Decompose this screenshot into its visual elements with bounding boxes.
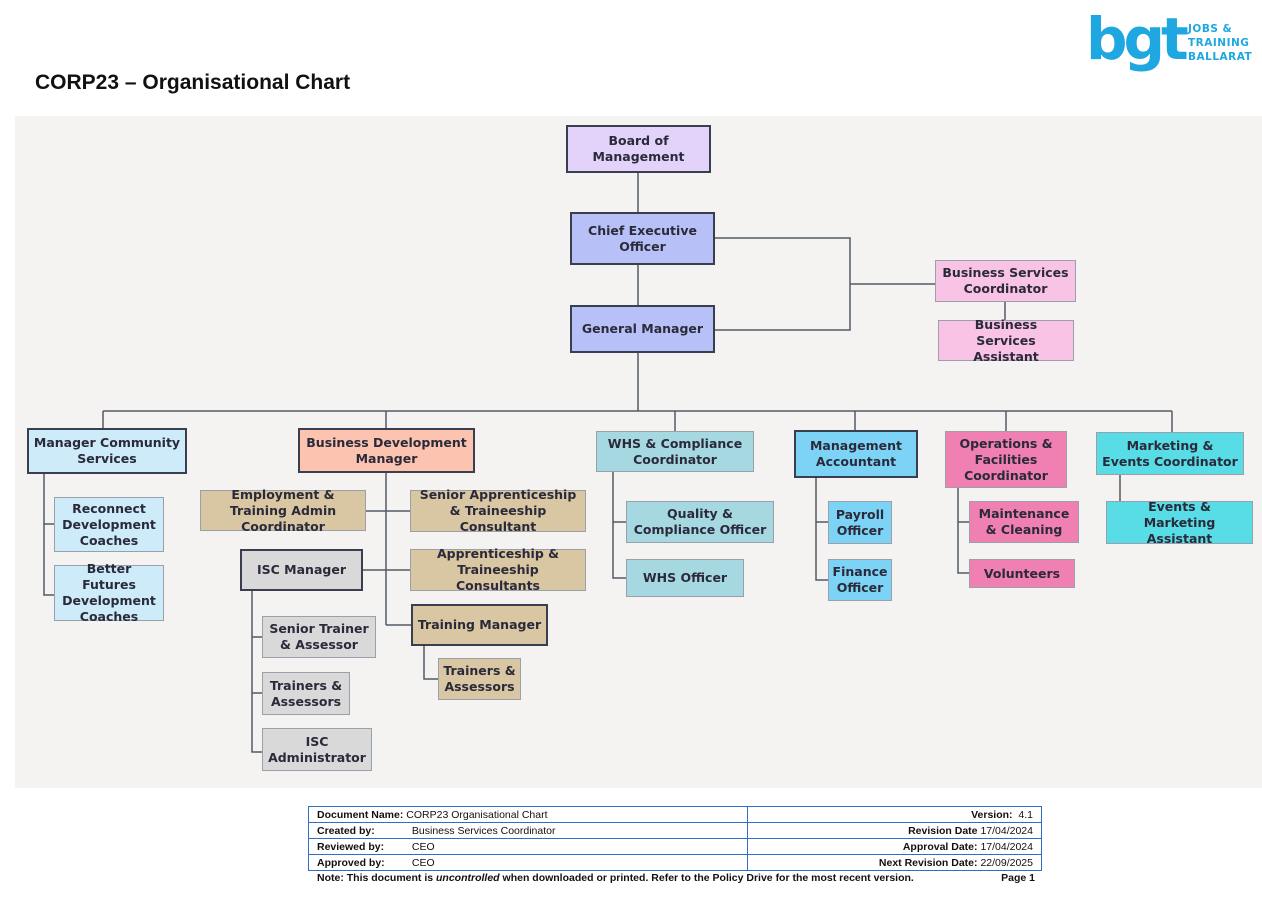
approved-value: CEO xyxy=(411,856,435,869)
approval-cell: Approval Date: 17/04/2024 xyxy=(746,838,1043,855)
org-box-senior-trainer-assessor: Senior Trainer & Assessor xyxy=(262,616,376,658)
org-box-isc-administrator: ISC Administrator xyxy=(262,728,372,771)
doc-name-cell: Document Name: CORP23 Organisational Cha… xyxy=(308,806,748,823)
reviewed-value: CEO xyxy=(411,840,435,853)
org-box-business-services-coordinator: Business Services Coordinator xyxy=(935,260,1076,302)
org-box-senior-apprenticeship-consultant: Senior Apprenticeship & Traineeship Cons… xyxy=(410,487,586,534)
logo-line-2: TRAINING xyxy=(1188,37,1250,49)
table-row: Reviewed by: CEO Approval Date: 17/04/20… xyxy=(308,838,1043,855)
version-value: 4.1 xyxy=(1018,808,1033,821)
org-box-business-services-assistant: Business Services Assistant xyxy=(938,317,1074,364)
org-box-training-manager: Training Manager xyxy=(411,604,548,646)
table-row: Document Name: CORP23 Organisational Cha… xyxy=(308,806,1043,823)
bgt-logo: bgt JOBS & TRAINING BALLARAT xyxy=(1086,10,1256,78)
org-box-trainers-assessors-tm: Trainers & Assessors xyxy=(438,658,521,700)
footer-note: Note: This document is uncontrolled when… xyxy=(317,872,1035,884)
note-text-uncontrolled: uncontrolled xyxy=(436,872,500,884)
approval-value: 17/04/2024 xyxy=(980,840,1033,853)
reviewed-label: Reviewed by: xyxy=(317,840,385,853)
org-box-marketing-events-coordinator: Marketing & Events Coordinator xyxy=(1096,432,1244,475)
org-box-business-development-manager: Business Development Manager xyxy=(298,428,475,473)
org-box-whs-compliance-coordinator: WHS & Compliance Coordinator xyxy=(596,431,754,472)
version-cell: Version: 4.1 xyxy=(746,806,1043,823)
org-box-manager-community-services: Manager Community Services xyxy=(27,428,187,474)
page-number: Page 1 xyxy=(1001,872,1035,884)
next-revision-label: Next Revision Date: xyxy=(878,856,978,869)
org-box-whs-officer: WHS Officer xyxy=(626,559,744,597)
reviewed-cell: Reviewed by: CEO xyxy=(308,838,748,855)
page-title: CORP23 – Organisational Chart xyxy=(35,71,351,94)
logo-line-1: JOBS & xyxy=(1188,23,1233,35)
doc-name-value: CORP23 Organisational Chart xyxy=(406,808,548,821)
note-text-a: Note: This document is xyxy=(317,872,437,884)
created-value: Business Services Coordinator xyxy=(411,824,556,837)
org-box-volunteers: Volunteers xyxy=(969,559,1075,588)
org-box-events-marketing-assistant: Events & Marketing Assistant xyxy=(1106,499,1253,546)
org-box-better-futures-coaches: Better Futures Development Coaches xyxy=(54,561,164,624)
org-box-general-manager: General Manager xyxy=(570,305,715,353)
table-row: Approved by: CEO Next Revision Date: 22/… xyxy=(308,854,1043,871)
note-text-c: when downloaded or printed. Refer to the… xyxy=(499,872,914,884)
revision-value: 17/04/2024 xyxy=(980,824,1033,837)
revision-cell: Revision Date 17/04/2024 xyxy=(746,822,1043,839)
org-box-board: Board of Management xyxy=(566,125,711,173)
approved-cell: Approved by: CEO xyxy=(308,854,748,871)
document-control-table: Document Name: CORP23 Organisational Cha… xyxy=(308,806,1043,871)
version-label: Version: xyxy=(971,808,1013,821)
created-cell: Created by: Business Services Coordinato… xyxy=(308,822,748,839)
org-box-management-accountant: Management Accountant xyxy=(794,430,918,478)
org-box-reconnect-coaches: Reconnect Development Coaches xyxy=(54,497,164,552)
org-box-trainers-assessors-isc: Trainers & Assessors xyxy=(262,672,350,715)
logo-text: JOBS & TRAINING BALLARAT xyxy=(1188,22,1252,64)
doc-name-label: Document Name: xyxy=(317,808,404,821)
org-box-payroll-officer: Payroll Officer xyxy=(828,501,892,544)
created-label: Created by: xyxy=(317,824,375,837)
approved-label: Approved by: xyxy=(317,856,385,869)
logo-mark: bgt xyxy=(1086,5,1189,73)
org-box-isc-manager: ISC Manager xyxy=(240,549,363,591)
org-box-quality-compliance-officer: Quality & Compliance Officer xyxy=(626,501,774,543)
next-revision-value: 22/09/2025 xyxy=(980,856,1033,869)
approval-label: Approval Date: xyxy=(902,840,978,853)
org-box-finance-officer: Finance Officer xyxy=(828,559,892,601)
org-box-ceo: Chief Executive Officer xyxy=(570,212,715,265)
org-box-employment-training-admin: Employment & Training Admin Coordinator xyxy=(200,487,366,534)
org-box-maintenance-cleaning: Maintenance & Cleaning xyxy=(969,501,1079,543)
org-box-operations-facilities-coordinator: Operations & Facilities Coordinator xyxy=(945,431,1067,488)
logo-line-3: BALLARAT xyxy=(1188,51,1253,63)
revision-label: Revision Date xyxy=(908,824,978,837)
next-revision-cell: Next Revision Date: 22/09/2025 xyxy=(746,854,1043,871)
table-row: Created by: Business Services Coordinato… xyxy=(308,822,1043,839)
org-box-apprenticeship-consultants: Apprenticeship & Traineeship Consultants xyxy=(410,546,586,593)
